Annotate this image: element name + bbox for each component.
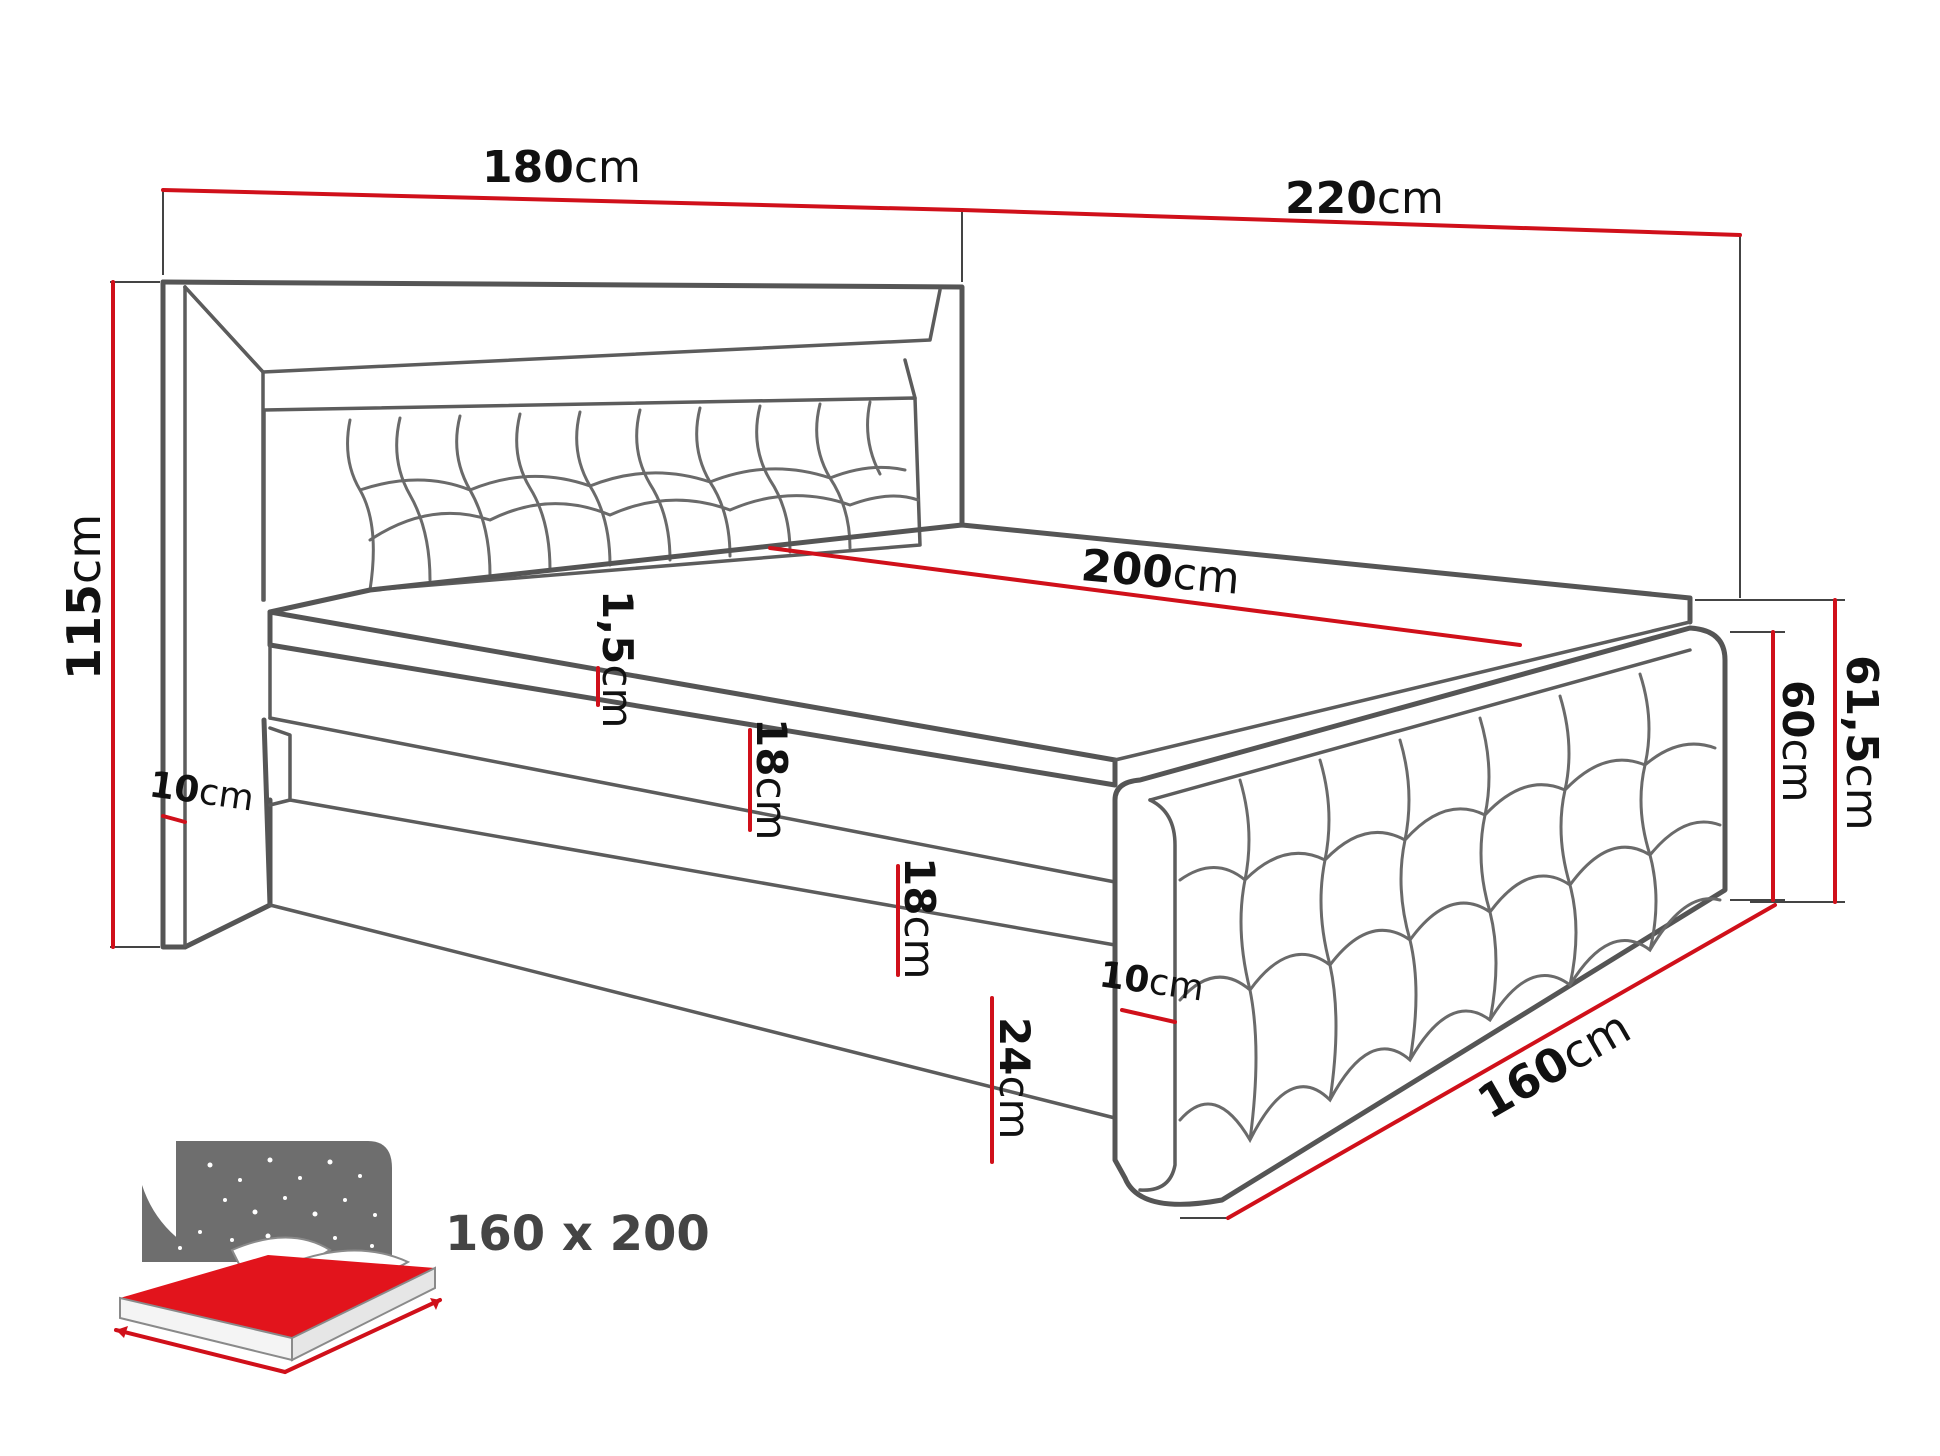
mattress <box>267 522 1693 884</box>
label-base-height: 24cm <box>990 1017 1039 1139</box>
dim-line-headboard-side <box>161 814 187 824</box>
dim-line-length <box>960 208 1742 237</box>
label-footboard-height: 60cm <box>1773 680 1822 802</box>
label-total-width: 180cm <box>482 142 641 193</box>
label-total-height: 61,5cm <box>1836 655 1887 831</box>
mattress-size-label: 160 x 200 <box>445 1206 710 1262</box>
bed-drawing <box>160 279 1728 1207</box>
label-box-spring-thickness: 18cm <box>895 857 944 979</box>
icon-stars <box>163 1157 377 1250</box>
icon-headboard-panel <box>176 1141 392 1262</box>
dim-line-mattress-length <box>768 546 1522 647</box>
bed-with-starry-headboard-icon <box>114 1141 442 1374</box>
label-total-length: 220cm <box>1285 173 1444 224</box>
label-headboard-side-width: 10cm <box>147 764 257 819</box>
headboard <box>160 279 965 950</box>
label-mattress-length: 200cm <box>1079 540 1242 605</box>
footboard-tufting <box>1178 672 1722 1144</box>
label-headboard-height: 115cm <box>57 514 111 680</box>
icon-mattress-top <box>120 1255 435 1338</box>
dim-line-width <box>161 188 964 212</box>
box-base <box>267 726 1117 1120</box>
label-mattress-thickness: 18cm <box>747 718 796 840</box>
dim-line-footboard <box>1120 1008 1177 1024</box>
dim-line-mattress-width <box>1226 903 1777 1220</box>
dimension-labels: 180cm 220cm 115cm 200cm 1,5cm 18cm 18cm … <box>57 142 1887 1139</box>
footboard <box>1112 625 1728 1207</box>
label-footboard-thickness: 10cm <box>1097 954 1207 1009</box>
dimension-lines <box>110 188 1845 1220</box>
label-topper-thickness: 1,5cm <box>593 590 642 728</box>
headboard-tufting <box>346 400 920 592</box>
